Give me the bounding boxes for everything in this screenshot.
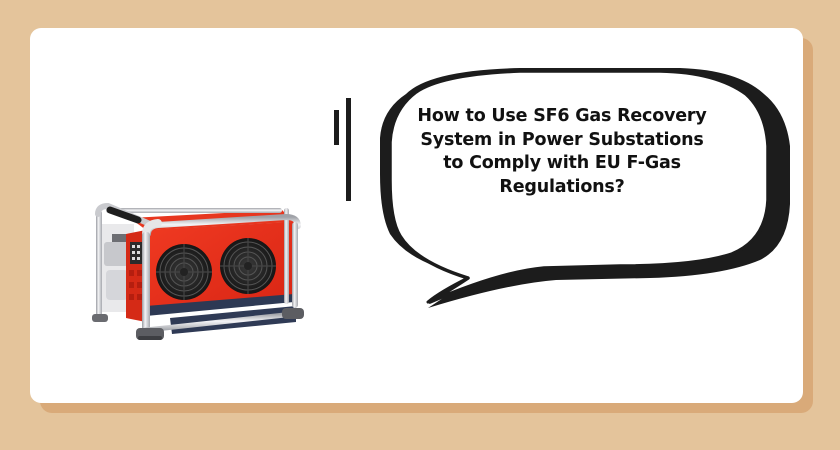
headline-line-1: How to Use SF6 Gas Recovery [417, 106, 707, 126]
headline-line-3: to Comply with EU F-Gas [443, 153, 681, 173]
speech-bubble [334, 68, 790, 308]
motion-line-short [334, 110, 339, 145]
speech-bubble-headline: How to Use SF6 Gas Recovery System in Po… [382, 105, 742, 199]
headline-line-2: System in Power Substations [420, 129, 704, 150]
fan-left [156, 244, 212, 300]
motion-line-long [346, 98, 351, 201]
fan-right [220, 238, 276, 294]
headline-line-4: Regulations? [499, 176, 625, 197]
sf6-recovery-machine-image [92, 202, 304, 340]
content-card: How to Use SF6 Gas Recovery System in Po… [30, 28, 803, 403]
